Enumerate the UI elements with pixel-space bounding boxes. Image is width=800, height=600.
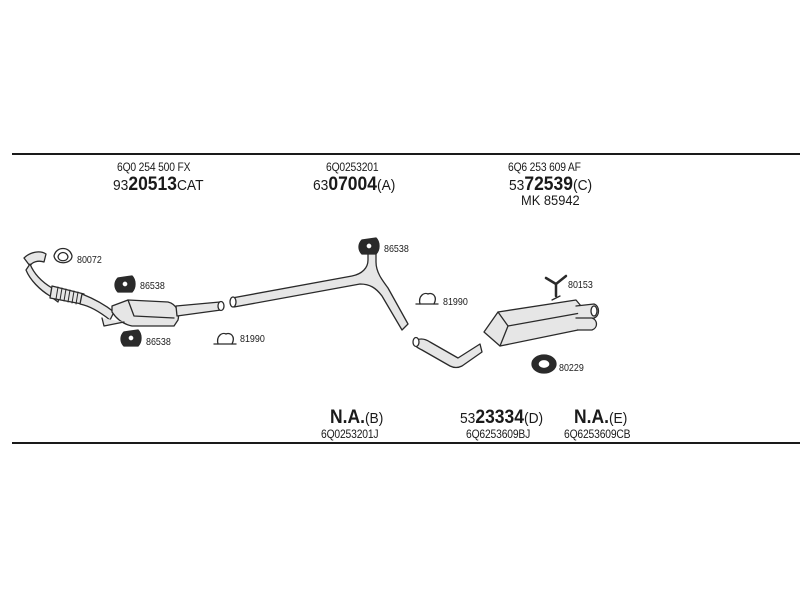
callout-mount-middle: 86538: [384, 243, 409, 255]
bracket-rear-icon: [544, 274, 568, 301]
part-number-e: 6Q6253609CB: [564, 427, 631, 441]
part-number-catalyst: 6Q0 254 500 FX: [117, 160, 191, 174]
part-number-b: 6Q0253201J: [321, 427, 379, 441]
bottom-divider: [12, 442, 800, 444]
clamp-middle-icon: [415, 292, 439, 305]
order-code-d: 5323334(D): [460, 407, 544, 428]
callout-clamp-front: 81990: [240, 333, 265, 345]
rubber-mount-upper-left-icon: [114, 275, 136, 293]
order-code-b: N.A.(B): [330, 407, 384, 428]
middle-pipe: [229, 251, 409, 331]
front-downpipe: [23, 251, 115, 321]
callout-bracket-rear: 80153: [568, 279, 593, 291]
callout-mount-upper-left: 86538: [140, 280, 165, 292]
part-number-rear-silencer: 6Q6 253 609 AF: [508, 160, 581, 174]
order-code-catalyst: 9320513CAT: [113, 174, 204, 195]
part-number-middle-pipe: 6Q0253201: [326, 160, 379, 174]
catalytic-converter: [101, 299, 225, 327]
callout-ring-gasket-front: 80072: [77, 254, 102, 266]
callout-ring-rear: 80229: [559, 362, 584, 374]
ring-gasket-front-icon: [53, 247, 73, 264]
callout-clamp-middle: 81990: [443, 296, 468, 308]
flex-bellows: [55, 286, 79, 305]
rear-silencer-assembly: [412, 299, 600, 369]
rubber-mount-lower-left-icon: [120, 329, 142, 347]
callout-mount-lower-left: 86538: [146, 336, 171, 348]
clamp-front-icon: [213, 332, 237, 345]
order-code-rear-silencer: 5372539(C): [509, 174, 593, 195]
order-code-e: N.A.(E): [574, 407, 628, 428]
ring-rear-icon: [531, 354, 557, 374]
order-code-middle-pipe: 6307004(A): [313, 174, 396, 195]
part-number-d: 6Q6253609BJ: [466, 427, 531, 441]
top-divider: [12, 153, 800, 155]
rubber-mount-middle-icon: [358, 237, 380, 255]
mounting-kit-code: MK 85942: [521, 192, 580, 208]
